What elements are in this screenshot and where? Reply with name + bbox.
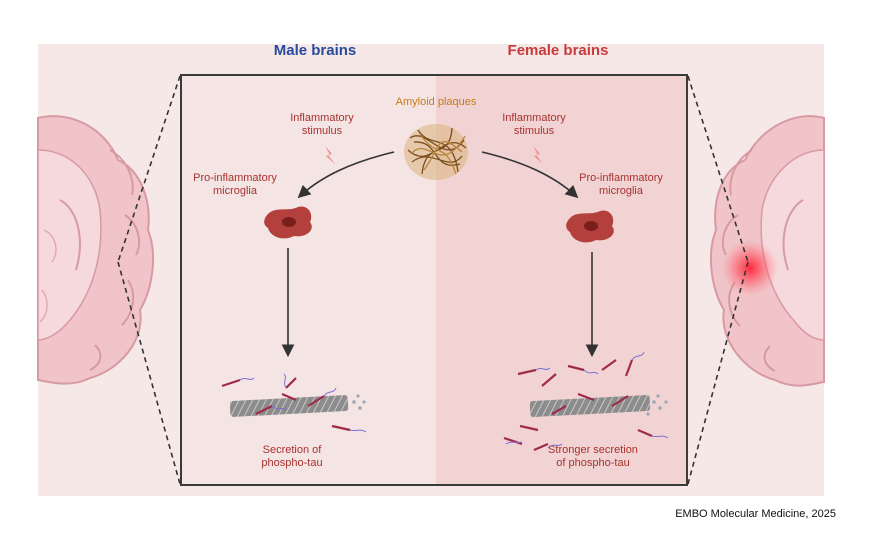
female-secretion-label: Stronger secretion of phospho-tau bbox=[548, 444, 638, 469]
panel-art bbox=[221, 124, 669, 452]
brain-right-icon bbox=[710, 115, 825, 387]
female-brains-title: Female brains bbox=[507, 42, 609, 59]
male-microglia-label: Pro-inflammatory microglia bbox=[193, 172, 277, 197]
female-microglia-label: Pro-inflammatory microglia bbox=[579, 172, 663, 197]
male-panel bbox=[182, 76, 436, 484]
female-panel bbox=[436, 76, 686, 484]
microglia-cell-icon bbox=[264, 206, 312, 239]
female-stimulus-label: Inflammatory stimulus bbox=[502, 112, 566, 137]
zoom-lines bbox=[117, 75, 749, 485]
lightning-icon bbox=[533, 146, 543, 164]
arrow-plaque-to-female-microglia bbox=[481, 151, 579, 199]
microglia-cell-icon bbox=[566, 210, 614, 243]
male-brains-title: Male brains bbox=[273, 42, 357, 59]
male-stimulus-label: Inflammatory stimulus bbox=[290, 112, 354, 137]
amyloid-plaques-label: Amyloid plaques bbox=[395, 96, 477, 108]
lightning-icon bbox=[325, 146, 335, 164]
amyloid-plaque-icon bbox=[404, 124, 468, 180]
tau-fibril-icon bbox=[503, 351, 669, 452]
hotspot-glow bbox=[722, 240, 778, 296]
source-credit: EMBO Molecular Medicine, 2025 bbox=[675, 508, 836, 520]
male-secretion-label: Secretion of phospho-tau bbox=[261, 444, 323, 469]
arrow-plaque-to-male-microglia bbox=[297, 151, 395, 199]
brain-left-icon bbox=[37, 115, 154, 385]
comparison-panel: Amyloid plaques Inflammatory stimulus In… bbox=[180, 74, 688, 486]
tau-fibril-icon bbox=[221, 373, 367, 433]
